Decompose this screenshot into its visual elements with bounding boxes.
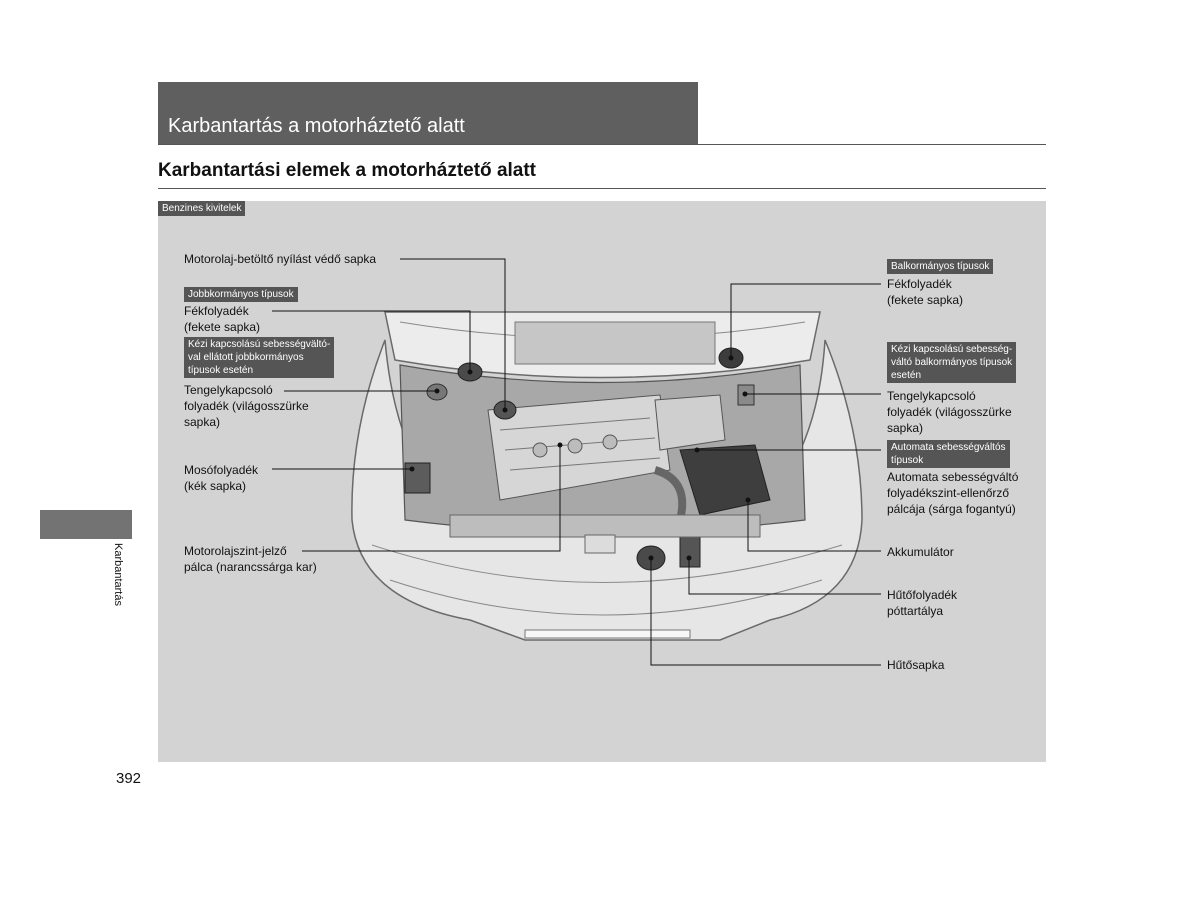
rhd-tag: Jobbkormányos típusok [184, 287, 298, 302]
label-atf-dipstick: Automata sebességváltó folyadékszint-ell… [887, 470, 1019, 516]
lhd-tag: Balkormányos típusok [887, 259, 994, 274]
front-crossmember [449, 514, 761, 538]
lhd-manual-tag: Kézi kapcsolású sebesség- váltó balkormá… [887, 342, 1017, 383]
cowl-grille [514, 321, 716, 365]
header-rule [158, 144, 1046, 145]
section-header: Karbantartás a motorháztető alatt [158, 82, 698, 144]
label-washer-fluid: Mosófolyadék (kék sapka) [184, 463, 259, 493]
chapter-side-label: Karbantartás [112, 543, 124, 606]
variant-tag: Benzines kivitelek [158, 201, 246, 216]
section-title: Karbantartás a motorháztető alatt [168, 115, 465, 137]
label-brake-fluid-left: Fékfolyadék (fekete sapka) [184, 304, 261, 334]
battery [679, 444, 771, 516]
label-clutch-fluid-left: Tengelykapcsoló folyadék (világosszürke … [184, 383, 309, 429]
leader-lines [272, 258, 881, 666]
label-brake-fluid-right: Fékfolyadék (fekete sapka) [887, 277, 964, 307]
rhd-manual-tag: Kézi kapcsolású sebességvältó- val ellát… [184, 337, 335, 378]
page-title: Karbantartási elemek a motorháztető alat… [158, 160, 537, 181]
label-clutch-fluid-right: Tengelykapcsoló folyadék (világosszürke … [887, 389, 1012, 435]
automatic-tag: Automata sebességváltós típusok [887, 440, 1010, 468]
label-oil-dipstick: Motorolajszint-jelző pálca (narancssárga… [184, 544, 317, 574]
bumper-slot [524, 629, 691, 639]
label-oil-cap: Motorolaj-betöltő nyílást védő sapka [184, 252, 377, 266]
hood-latch-plate [584, 534, 616, 554]
label-battery: Akkumulátor [887, 545, 954, 559]
label-coolant-reservoir: Hűtőfolyadék póttartálya [887, 588, 958, 618]
title-rule [158, 188, 1046, 189]
page-number: 392 [116, 770, 142, 787]
air-intake [654, 394, 726, 451]
washer-reservoir [404, 462, 431, 494]
chapter-tab-marker [40, 510, 132, 539]
label-radiator-cap: Hűtősapka [887, 658, 945, 672]
coolant-reservoir [679, 534, 701, 568]
